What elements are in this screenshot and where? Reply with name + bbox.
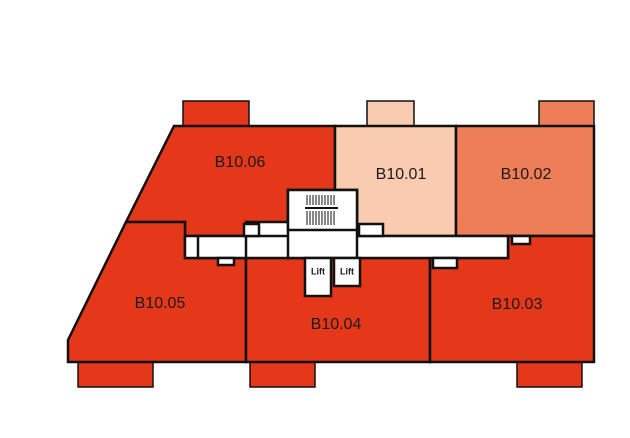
unit-label-b10-02: B10.02	[501, 166, 552, 183]
service-box-4	[431, 256, 459, 270]
service-box-3	[357, 222, 385, 238]
lift-shaft-left	[303, 256, 333, 298]
balcony-b10-04	[249, 361, 316, 388]
unit-label-b10-06: B10.06	[215, 154, 266, 171]
service-box-5	[510, 234, 532, 246]
service-box-1	[216, 256, 236, 267]
balcony-b10-05	[77, 361, 154, 388]
corridor-notch-left	[196, 234, 248, 260]
lift-shaft-right	[332, 256, 362, 288]
unit-label-b10-01: B10.01	[376, 166, 427, 183]
balcony-b10-06	[182, 100, 250, 127]
stair-treads	[305, 195, 338, 225]
balcony-b10-01	[366, 100, 415, 127]
lift-label-right: Lift	[340, 266, 354, 276]
balcony-b10-03	[516, 361, 583, 388]
unit-label-b10-03: B10.03	[492, 296, 543, 313]
service-box-2	[242, 222, 261, 238]
lift-label-left: Lift	[311, 266, 325, 276]
unit-label-b10-05: B10.05	[135, 295, 186, 312]
unit-label-b10-04: B10.04	[311, 316, 362, 333]
balcony-b10-02	[538, 100, 595, 127]
